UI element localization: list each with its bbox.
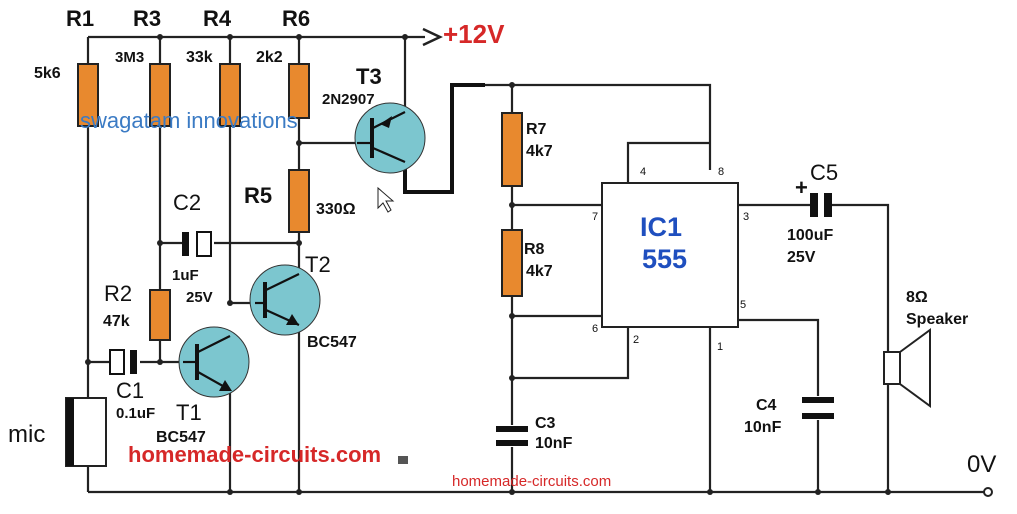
capacitor-c3: [496, 426, 528, 446]
c3-name: C3: [535, 415, 556, 432]
resistor-r2: [149, 289, 171, 341]
c5-value1: 100uF: [787, 227, 833, 244]
ic-pin-4: 4: [640, 166, 646, 178]
c3-value: 10nF: [535, 435, 573, 452]
ic-pin-8: 8: [718, 166, 724, 178]
c4-name: C4: [756, 397, 777, 414]
supply-label: +12V: [443, 19, 505, 49]
stray-mark: [398, 456, 408, 464]
t2-type: BC547: [307, 334, 357, 351]
mouse-cursor-icon: [377, 186, 395, 213]
ic-pin-6: 6: [592, 323, 598, 335]
site-bottom-text: homemade-circuits.com: [452, 473, 611, 490]
r5-name: R5: [244, 183, 272, 208]
watermark-text: swagatam innovations: [80, 108, 298, 133]
r7-value: 4k7: [526, 143, 553, 160]
c4-value: 10nF: [744, 419, 782, 436]
c2-value2: 25V: [186, 289, 213, 306]
c5-name: C5: [810, 160, 838, 185]
r2-value: 47k: [103, 313, 130, 330]
r4-name: R4: [203, 6, 232, 31]
r4-value: 33k: [186, 49, 213, 66]
junction-dots: [85, 34, 891, 495]
resistor-r7: [501, 112, 523, 187]
resistor-r8: [501, 229, 523, 297]
speaker-ohms: 8Ω: [906, 289, 928, 306]
t2-name: T2: [305, 252, 331, 277]
ic-555-body: [601, 182, 739, 328]
r8-value: 4k7: [526, 263, 553, 280]
ic-pin-2: 2: [633, 334, 639, 346]
resistor-r4: [219, 63, 241, 127]
ic-pin-5: 5: [740, 299, 746, 311]
resistor-r5: [288, 169, 310, 233]
r6-value: 2k2: [256, 49, 283, 66]
t3-type: 2N2907: [322, 91, 375, 108]
mic-label: mic: [8, 421, 45, 448]
ic-pin-3: 3: [743, 211, 749, 223]
transistor-t2: [249, 264, 321, 336]
resistor-r6: [288, 63, 310, 119]
c5-value2: 25V: [787, 249, 816, 266]
capacitor-c4: [802, 397, 834, 419]
speaker-label: Speaker: [906, 311, 968, 328]
resistor-r3: [149, 63, 171, 127]
c2-value1: 1uF: [172, 267, 199, 284]
r5-value: 330Ω: [316, 201, 356, 218]
ic-pin-7: 7: [592, 211, 598, 223]
c1-value: 0.1uF: [116, 405, 155, 422]
transistor-t1: [178, 326, 250, 398]
r6-name: R6: [282, 6, 310, 31]
c2-name: C2: [173, 190, 201, 215]
t3-name: T3: [356, 64, 382, 89]
t1-name: T1: [176, 400, 202, 425]
capacitor-c1: [109, 349, 137, 375]
r2-name: R2: [104, 281, 132, 306]
r1-name: R1: [66, 6, 94, 31]
transistor-t3: [354, 102, 426, 174]
resistor-r1: [77, 63, 99, 127]
r7-name: R7: [526, 121, 547, 138]
ground-label: 0V: [967, 451, 996, 478]
capacitor-c5: [810, 193, 832, 217]
site-red-text: homemade-circuits.com: [128, 442, 381, 467]
capacitor-c2: [182, 231, 212, 257]
r3-name: R3: [133, 6, 161, 31]
ic-type: 555: [642, 244, 687, 274]
ic-name: IC1: [640, 212, 682, 242]
t1-type: BC547: [156, 429, 206, 446]
microphone: [65, 397, 107, 467]
r1-value: 5k6: [34, 65, 61, 82]
r3-value: 3M3: [115, 49, 144, 66]
r8-name: R8: [524, 241, 545, 258]
c5-polarity: +: [795, 175, 808, 200]
speaker: [883, 328, 931, 408]
ic-pin-1: 1: [717, 341, 723, 353]
c1-name: C1: [116, 378, 144, 403]
